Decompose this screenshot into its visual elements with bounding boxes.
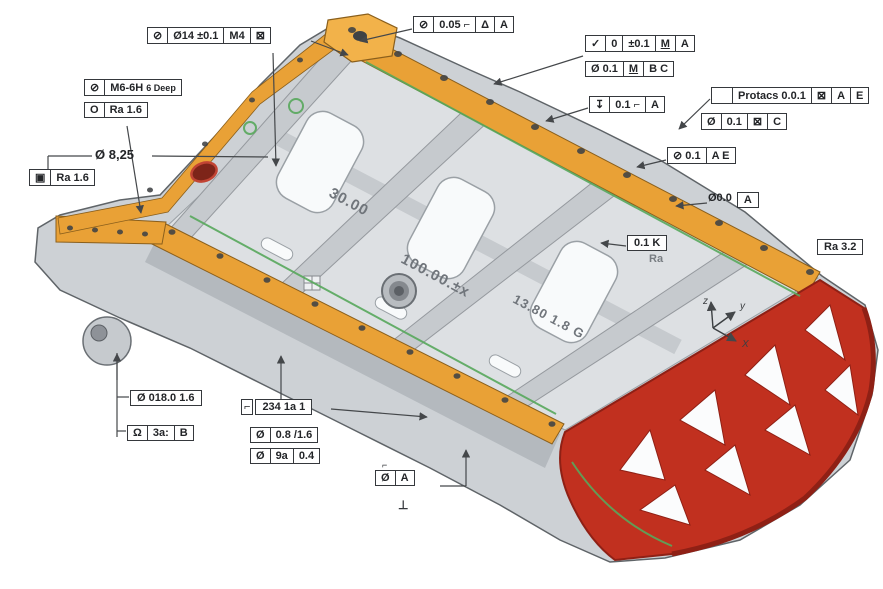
callout-01k[interactable]: 0.1 K <box>627 235 668 251</box>
basic-value: 0 <box>606 36 624 51</box>
callout-ra32[interactable]: Ra 3.2 <box>817 239 864 255</box>
tolerance-value: 0.05 ⌐ <box>434 17 477 32</box>
diameter-symbol: Ø <box>702 114 722 129</box>
datum-ref: A <box>651 98 659 111</box>
axis-x-label: X <box>741 339 749 350</box>
fcf-thread-m6[interactable]: ⊘ M6-6H 6 Deep <box>84 79 182 96</box>
datum-ref: C <box>773 115 782 128</box>
datum-triangle: Δ <box>476 17 496 32</box>
tolerance-value: ⊘ 0.1 <box>668 148 707 163</box>
leader-lines <box>47 28 711 487</box>
diameter-note: Ø0.0 <box>708 192 732 204</box>
axis-z-label: z <box>702 296 708 307</box>
tolerance-value: ±0.1 <box>623 36 656 51</box>
tolerance-note: 0.1 K <box>627 235 668 251</box>
fcf-flatness-top[interactable]: ⊘ 0.05 ⌐ Δ A <box>413 16 514 33</box>
callout-ra: Ra <box>649 253 663 265</box>
interior-floor <box>164 24 820 431</box>
ra-engraved-label: Ra <box>649 253 664 265</box>
perpendicularity-icon: ⊥ <box>398 498 409 512</box>
material-modifier: M <box>624 62 645 76</box>
square-symbol: ▣ <box>30 170 52 185</box>
bracket-notch: ⌐ <box>382 460 388 470</box>
datum-ref-e: E <box>856 89 864 102</box>
datum-ref: A <box>500 18 508 31</box>
fcf-lower-row2[interactable]: Ø 9a 0.4 <box>250 448 321 464</box>
fcf-ra16-square[interactable]: ▣ Ra 1.6 <box>29 169 95 186</box>
callout-234[interactable]: ⌐ 234 1a 1 <box>241 399 313 415</box>
fcf-ra16-circle[interactable]: O Ra 1.6 <box>84 102 148 118</box>
datum-box-a: A <box>736 192 759 208</box>
datum-ref-a: A <box>832 88 852 103</box>
surface-finish-note: Ra 3.2 <box>817 239 864 255</box>
profile-note: Protacs 0.0.1 <box>733 88 812 103</box>
depth-arrow-icon: ↧ <box>590 97 611 112</box>
bolt-holes <box>67 27 814 427</box>
thread-spec: M4 <box>224 28 251 43</box>
ohm-symbol: Ω <box>128 426 148 440</box>
prefix-symbol: ⌐ <box>241 399 254 415</box>
counterbore-symbol: ⊘ <box>85 80 106 95</box>
fcf-datum-bottom[interactable]: Ø A <box>375 470 415 486</box>
datum-refs: B C <box>649 63 669 75</box>
diameter-dim: Ø 018.0 1.6 <box>130 390 202 406</box>
tolerance-value: 0.1 ⌐ <box>610 97 646 112</box>
flag-box <box>712 88 733 103</box>
roughness-value: Ra 1.6 <box>56 171 89 184</box>
callout-dia18[interactable]: Ø 018.0 1.6 <box>130 390 202 406</box>
axis-triad: z y X <box>702 296 749 350</box>
fcf-hole-pattern[interactable]: ⊘ Ø14 ±0.1 M4 ⊠ <box>147 27 271 44</box>
roughness-value: Ra 1.6 <box>109 104 142 116</box>
tolerance-value: 0.8 /1.6 <box>275 429 313 441</box>
fcf-surface-profile-row1[interactable]: ✓ 0 ±0.1 M A <box>585 35 695 52</box>
gasket-lines <box>189 61 801 547</box>
tolerance-value: 0.4 <box>298 450 315 462</box>
datum-ref: A <box>680 37 689 50</box>
diameter-symbol: Ø <box>251 449 271 463</box>
target-icon: ⊠ <box>812 88 833 103</box>
datum-refs: A E <box>711 149 730 162</box>
circle-symbol: O <box>85 103 105 117</box>
datum-ref: B <box>179 427 188 439</box>
diameter-symbol: Ø <box>251 428 271 442</box>
check-symbol: ✓ <box>586 36 607 51</box>
datum-ref: A <box>400 472 409 484</box>
diameter-symbol: ⊘ <box>414 17 435 32</box>
material-modifier: M <box>656 36 676 51</box>
fcf-protacs-row2[interactable]: Ø 0.1 ⊠ C <box>701 113 788 130</box>
target-icon: ⊠ <box>748 114 769 129</box>
callout-dia825[interactable]: Ø 8,25 <box>95 147 134 162</box>
thread-spec: M6-6H 6 Deep <box>110 81 176 94</box>
tolerance-value: 0.1 <box>722 114 748 129</box>
tolerance-value: Ø 0.1 <box>586 62 624 76</box>
axis-y-label: y <box>739 301 746 312</box>
red-end-wall <box>559 278 876 562</box>
callout-dia-zero[interactable]: Ø0.0 A <box>708 192 759 208</box>
fcf-depth-note[interactable]: ↧ 0.1 ⌐ A <box>589 96 665 113</box>
flange-band <box>55 13 821 445</box>
fcf-ra-b[interactable]: Ω 3a: B <box>127 425 194 441</box>
hole-size: Ø14 ±0.1 <box>168 28 225 43</box>
fcf-position-ae[interactable]: ⊘ 0.1 A E <box>667 147 736 164</box>
fcf-lower-row1[interactable]: Ø 0.8 /1.6 <box>250 427 319 443</box>
value: 9a <box>271 449 294 463</box>
datum-bore <box>190 161 218 183</box>
fcf-surface-profile-row2[interactable]: Ø 0.1 M B C <box>585 61 675 77</box>
note-text: 234 1a 1 <box>255 399 313 415</box>
diameter-dim: Ø 8,25 <box>95 147 135 162</box>
fcf-protacs-row1[interactable]: Protacs 0.0.1 ⊠ A E <box>711 87 870 104</box>
position-symbol: ⊘ <box>148 28 169 43</box>
roughness-label: 3a: <box>148 426 175 440</box>
diameter-symbol: Ø <box>376 471 396 485</box>
target-icon: ⊠ <box>255 30 265 42</box>
